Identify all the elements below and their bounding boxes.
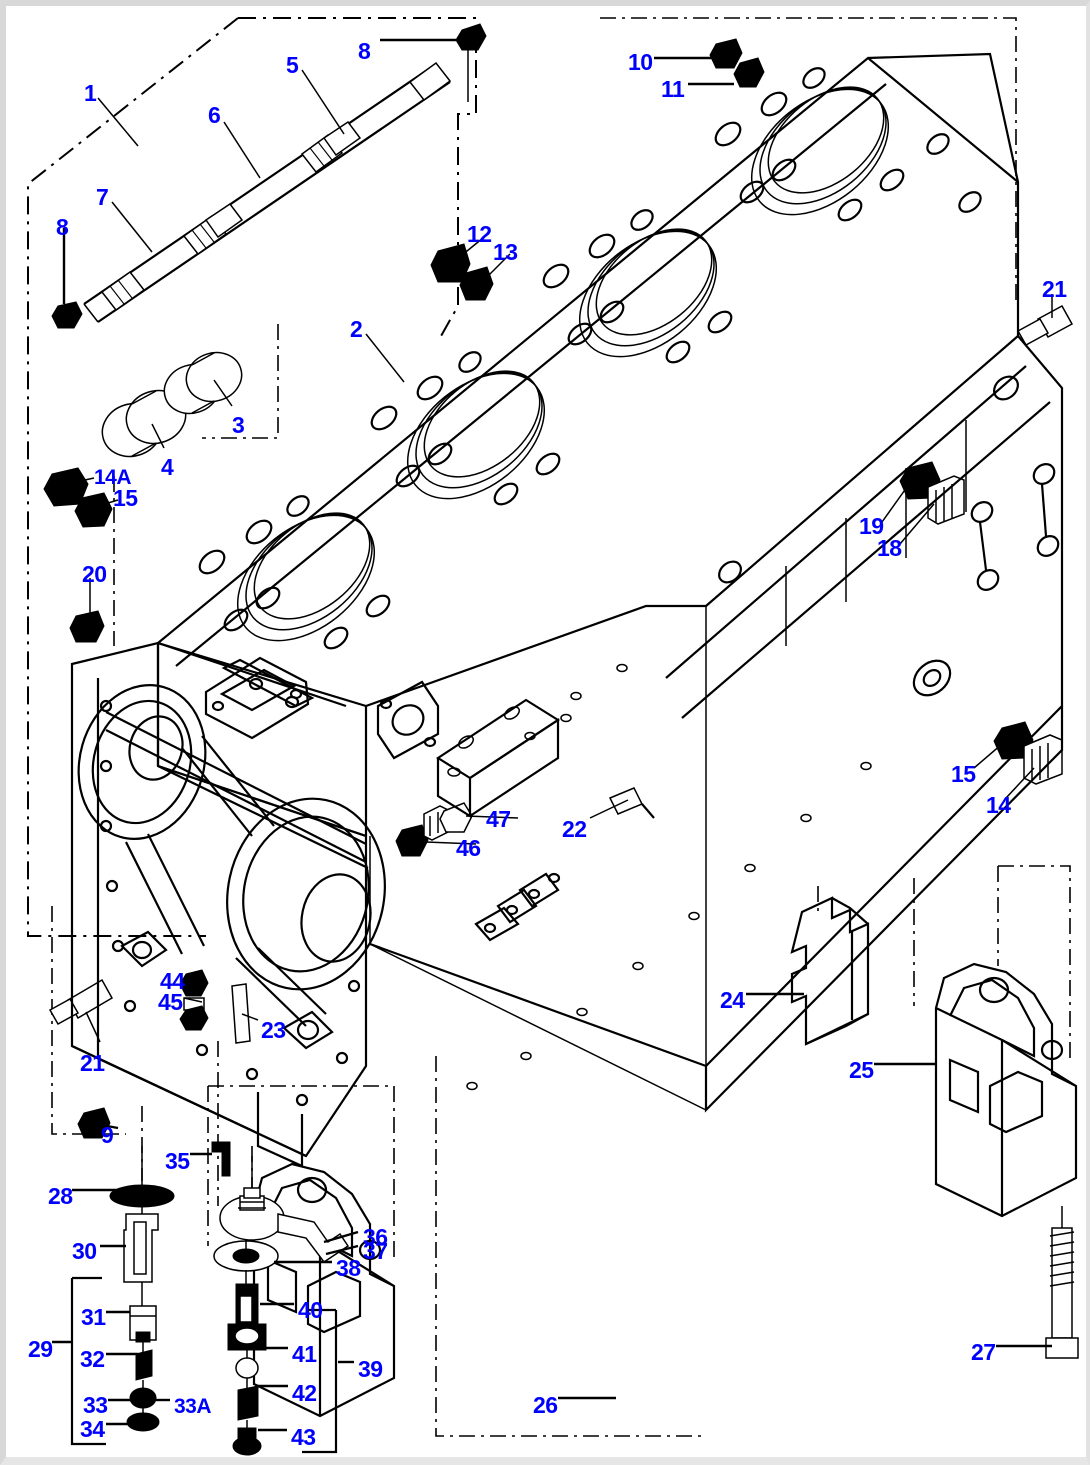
callout-number-9: 9 [101,1122,114,1148]
callout-number-13: 13 [493,239,518,265]
callout-number-29: 29 [28,1336,53,1362]
diagram-artwork [27,17,1079,1456]
core-plugs [101,351,243,458]
callout-number-12: 12 [467,221,492,247]
callout-number-15: 15 [113,485,138,511]
callout-number-36: 36 [363,1224,388,1250]
callout-number-38: 38 [336,1255,361,1281]
callout-number-14a: 14A [94,466,132,489]
callout-number-20: 20 [82,561,107,587]
callout-number-46: 46 [456,835,481,861]
callout-number-39: 39 [358,1356,383,1382]
callout-number-28: 28 [48,1183,73,1209]
callout-number-19: 19 [859,513,884,539]
callout-number-27: 27 [971,1339,996,1365]
callout-number-21: 21 [1042,276,1067,302]
group-frame-tube-assy [27,17,477,937]
callout-number-11: 11 [661,76,685,102]
group-frame-misc-dashed [51,17,1017,1221]
main-bearing-cap-25 [934,962,1078,1218]
callout-number-35: 35 [165,1148,190,1174]
callout-number-37: 37 [363,1238,388,1264]
timing-gear-housing [70,641,386,1168]
callout-number-43: 43 [291,1424,316,1450]
callout-number-18: 18 [877,535,902,561]
callout-number-8: 8 [56,214,69,240]
callout-number-1: 1 [84,80,97,106]
nozzle-stack-28-34 [70,1146,175,1446]
callout-number-10: 10 [628,49,653,75]
leader-lines [52,38,1053,1432]
cylinder-block [155,52,1064,1113]
callout-number-25: 25 [849,1057,874,1083]
callout-number-31: 31 [81,1304,106,1330]
callout-number-26: 26 [533,1392,558,1418]
callout-number-22: 22 [562,816,587,842]
callout-number-23: 23 [261,1017,286,1043]
callout-number-3: 3 [232,412,245,438]
small-fittings [43,38,1074,1139]
callout-number-15: 15 [951,761,976,787]
callout-number-5: 5 [286,52,299,78]
callout-number-45: 45 [158,989,183,1015]
group-frame-bearing-caps [207,865,1071,1437]
callout-number-14: 14 [986,792,1011,818]
callout-number-33: 33 [83,1392,108,1418]
callout-number-2: 2 [350,316,363,342]
callout-number-30: 30 [72,1238,97,1264]
callout-number-33a: 33A [174,1395,212,1418]
relief-valve-stack-35-43 [211,1141,350,1456]
callout-number-7: 7 [96,184,109,210]
oil-gallery-tube-assembly [51,23,487,329]
thrust-washer-24 [790,896,870,1046]
callout-number-4: 4 [161,454,174,480]
callout-number-40: 40 [298,1297,323,1323]
callout-number-6: 6 [208,102,221,128]
callout-number-44: 44 [160,968,185,994]
callout-number-8: 8 [358,38,371,64]
callout-number-24: 24 [720,987,745,1013]
callout-number-32: 32 [80,1346,105,1372]
callout-number-21: 21 [80,1050,105,1076]
callout-number-41: 41 [292,1341,317,1367]
callout-number-47: 47 [486,806,511,832]
main-cap-bolt-27 [1045,1206,1079,1359]
callout-number-42: 42 [292,1380,317,1406]
callout-number-34: 34 [80,1416,105,1442]
